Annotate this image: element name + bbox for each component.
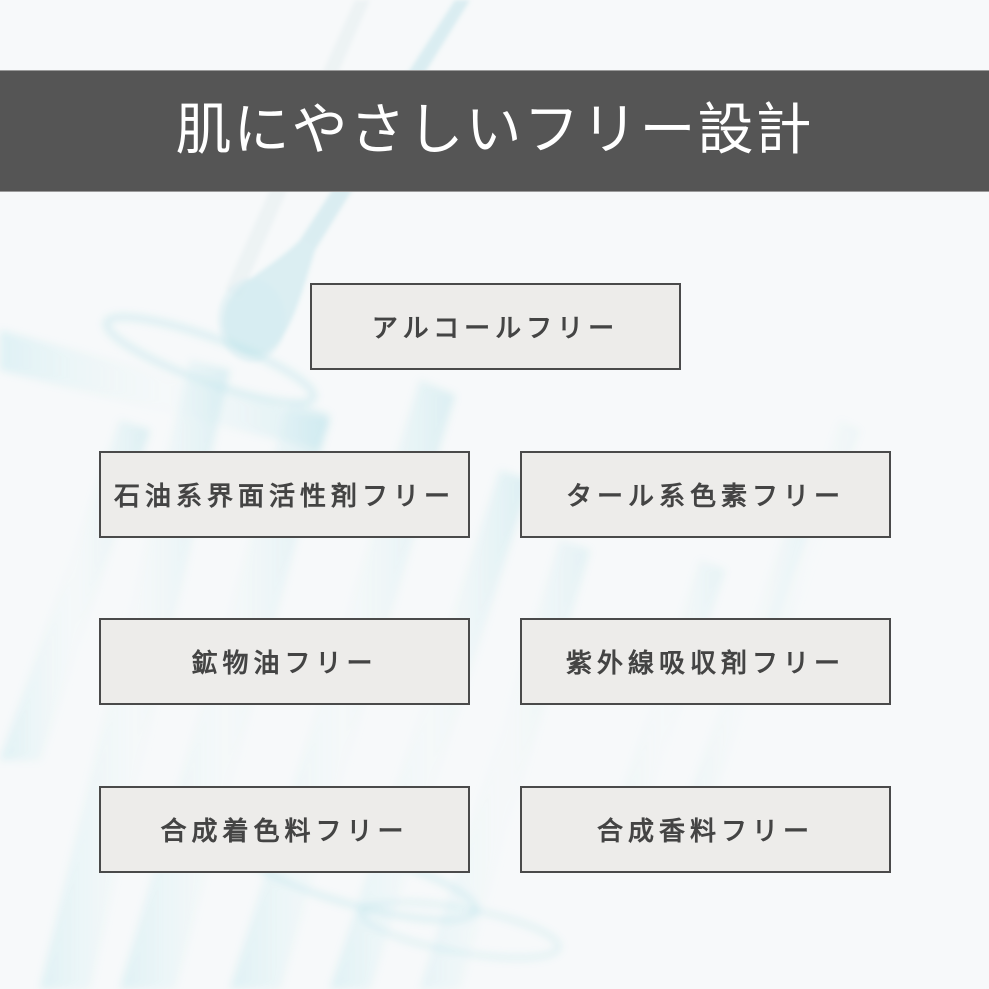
feature-mineral-oil-free: 鉱物油フリー bbox=[99, 618, 470, 705]
feature-petroleum-surfactant-free: 石油系界面活性剤フリー bbox=[99, 451, 470, 538]
feature-label: 鉱物油フリー bbox=[191, 649, 378, 679]
feature-label: 合成着色料フリー bbox=[160, 817, 409, 847]
feature-label: 石油系界面活性剤フリー bbox=[113, 482, 455, 512]
feature-uv-absorber-free: 紫外線吸収剤フリー bbox=[520, 618, 891, 705]
feature-label: 合成香料フリー bbox=[596, 817, 814, 847]
feature-synthetic-fragrance-free: 合成香料フリー bbox=[520, 786, 891, 873]
title-banner: 肌にやさしいフリー設計 bbox=[0, 70, 989, 192]
feature-label: 紫外線吸収剤フリー bbox=[565, 649, 845, 679]
feature-tar-dye-free: タール系色素フリー bbox=[520, 451, 891, 538]
feature-synthetic-colorant-free: 合成着色料フリー bbox=[99, 786, 470, 873]
feature-label: アルコールフリー bbox=[371, 314, 620, 344]
feature-label: タール系色素フリー bbox=[565, 482, 845, 512]
page-title: 肌にやさしいフリー設計 bbox=[175, 98, 814, 163]
feature-alcohol-free: アルコールフリー bbox=[310, 283, 681, 370]
